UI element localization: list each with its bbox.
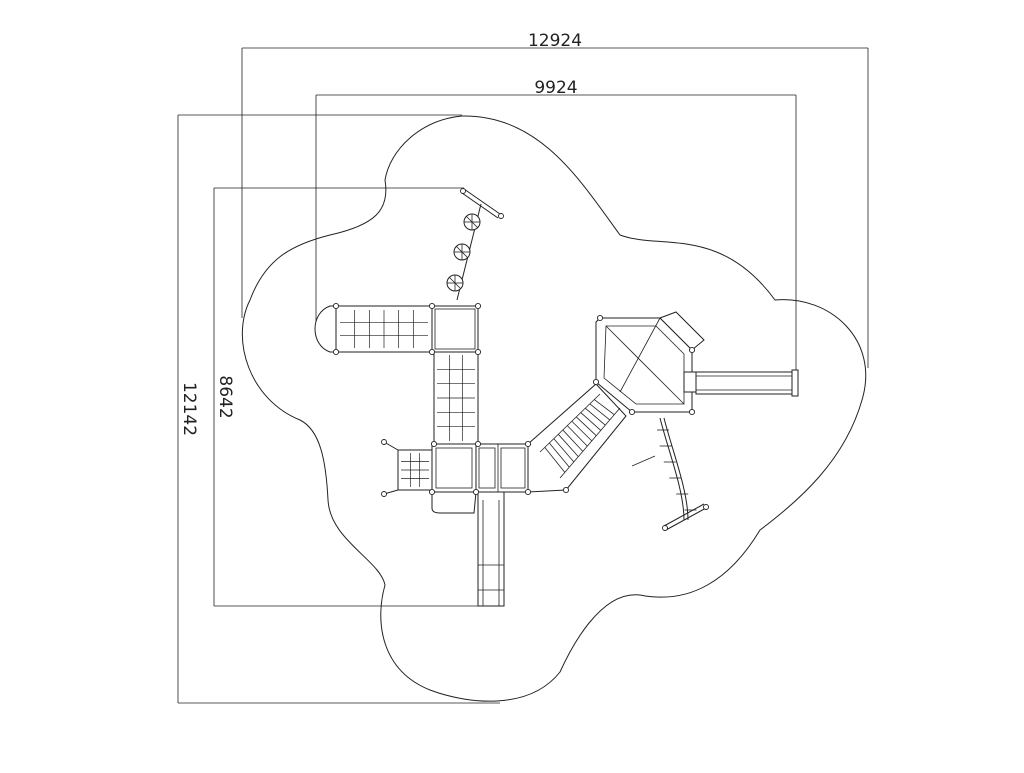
left-climbing-net (381, 439, 433, 497)
right-tower-deck (595, 311, 705, 413)
post-marker (592, 378, 600, 386)
upper-net-bridge (314, 305, 479, 353)
post-marker (332, 348, 340, 356)
post-marker (562, 486, 570, 494)
post-marker (474, 440, 482, 448)
post-marker (524, 488, 532, 496)
post-marker (596, 314, 604, 322)
post-marker (628, 408, 636, 416)
wheel-icon (453, 243, 471, 261)
post-marker (524, 440, 532, 448)
wheel-icon (446, 274, 464, 292)
diagonal-ladder-bridge (527, 383, 627, 493)
spinner-wheels-assembly (446, 188, 504, 301)
post-marker (428, 302, 436, 310)
dimension-structure-width-label: 9924 (534, 78, 577, 98)
dimension-overall-depth-label: 12142 (179, 382, 199, 436)
post-markers (332, 302, 696, 496)
post-marker (332, 302, 340, 310)
dimension-structure-depth-label: 8642 (215, 375, 235, 418)
post-marker (688, 408, 696, 416)
post-marker (428, 488, 436, 496)
dimension-overall-width-label: 12924 (528, 31, 582, 51)
safety-zone-outline (241, 115, 867, 702)
post-marker (472, 488, 480, 496)
post-marker (428, 348, 436, 356)
central-deck (431, 443, 529, 514)
vertical-net-bridge (433, 351, 479, 445)
bottom-slide (477, 491, 505, 607)
chain-climber (631, 417, 709, 531)
right-slide (683, 369, 799, 397)
post-marker (474, 302, 482, 310)
post-marker (430, 440, 438, 448)
dimension-structure-width: 9924 (315, 78, 797, 395)
dimension-structure-depth: 8642 (213, 187, 500, 607)
wheel-icon (463, 213, 481, 231)
post-marker (688, 346, 696, 354)
dimension-overall-depth: 12142 (177, 114, 500, 704)
post-marker (474, 348, 482, 356)
dimension-overall-width: 12924 (241, 31, 869, 368)
